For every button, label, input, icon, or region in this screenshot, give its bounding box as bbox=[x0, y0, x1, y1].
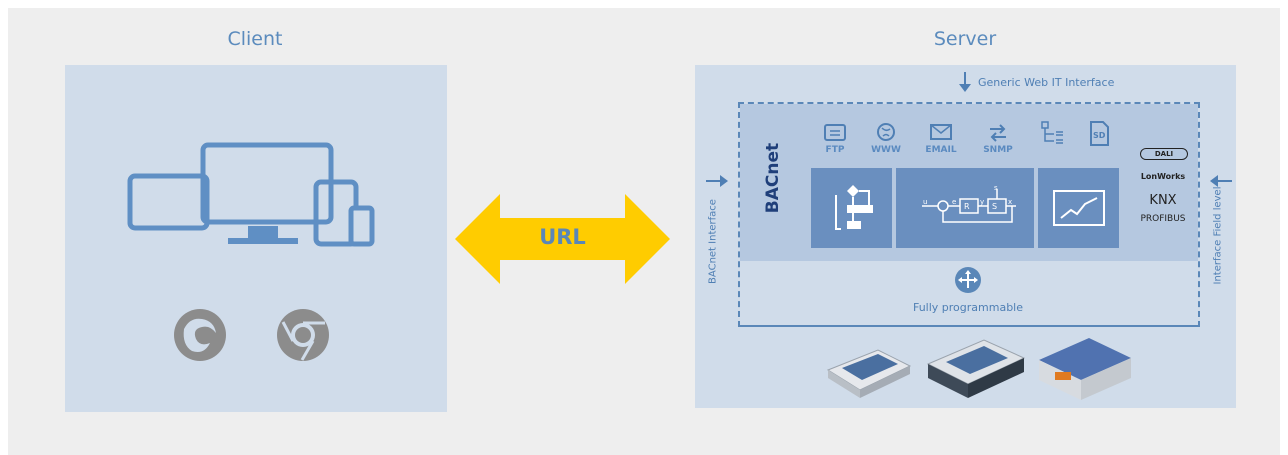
generic-web-interface-label: Generic Web IT Interface bbox=[978, 76, 1115, 89]
signal-label-y: y bbox=[980, 198, 985, 206]
signal-label-x: x bbox=[1008, 198, 1013, 206]
programmable-icon bbox=[955, 267, 981, 293]
controller-device-modular bbox=[1039, 338, 1131, 400]
left-arrow-icon bbox=[1210, 175, 1232, 187]
block-label-r: R bbox=[964, 202, 970, 211]
transfer-icon bbox=[990, 124, 1006, 142]
server-title: Server bbox=[933, 28, 997, 50]
down-arrow-icon bbox=[959, 72, 971, 92]
tree-icon bbox=[1041, 121, 1063, 144]
trend-chart-icon bbox=[1053, 190, 1105, 226]
bacnet-interface-label: BACnet Interface bbox=[707, 199, 719, 284]
client-title: Client bbox=[227, 28, 283, 50]
devices-icon bbox=[127, 142, 375, 247]
control-loop-icon bbox=[922, 189, 1016, 223]
right-arrow-icon bbox=[706, 175, 728, 187]
block-label-s: S bbox=[992, 202, 998, 211]
url-label: URL bbox=[539, 225, 586, 249]
flowchart-icon bbox=[835, 185, 873, 230]
signal-label-e: e bbox=[952, 198, 957, 206]
bacnet-logo-text: BACnet bbox=[763, 142, 783, 214]
server-boundary bbox=[738, 102, 1200, 327]
protocol-label-ftp: FTP bbox=[825, 145, 845, 155]
control-loop-tile: u e R y S x s bbox=[896, 168, 1034, 248]
url-arrow bbox=[455, 194, 670, 284]
profibus-logo: PROFIBUS bbox=[1140, 214, 1186, 224]
fully-programmable-label: Fully programmable bbox=[912, 301, 1024, 314]
envelope-icon bbox=[930, 124, 952, 140]
protocol-label-email: EMAIL bbox=[925, 145, 957, 155]
signal-label-s: s bbox=[994, 184, 998, 192]
firefox-icon bbox=[174, 309, 226, 361]
knx-logo: KNX bbox=[1149, 193, 1177, 208]
protocol-label-www: WWW bbox=[871, 145, 901, 155]
client-panel bbox=[65, 65, 447, 412]
bacnet-logo: BACnet bbox=[763, 138, 783, 218]
signal-label-u: u bbox=[923, 198, 928, 206]
field-interface-label: Interface Field level bbox=[1212, 186, 1224, 285]
chrome-icon bbox=[277, 309, 329, 361]
trend-tile bbox=[1038, 168, 1119, 248]
dali-logo: DALI bbox=[1140, 148, 1188, 160]
flowchart-tile bbox=[811, 168, 892, 248]
svg-text:SD: SD bbox=[1093, 131, 1106, 140]
sd-card-icon: SD bbox=[1090, 121, 1109, 146]
controller-device-small bbox=[826, 349, 912, 398]
globe-icon bbox=[877, 123, 895, 141]
protocol-label-snmp: SNMP bbox=[983, 145, 1013, 155]
lonworks-logo: LonWorks bbox=[1140, 172, 1186, 181]
controller-device-medium bbox=[926, 339, 1026, 398]
folder-icon bbox=[824, 124, 846, 141]
